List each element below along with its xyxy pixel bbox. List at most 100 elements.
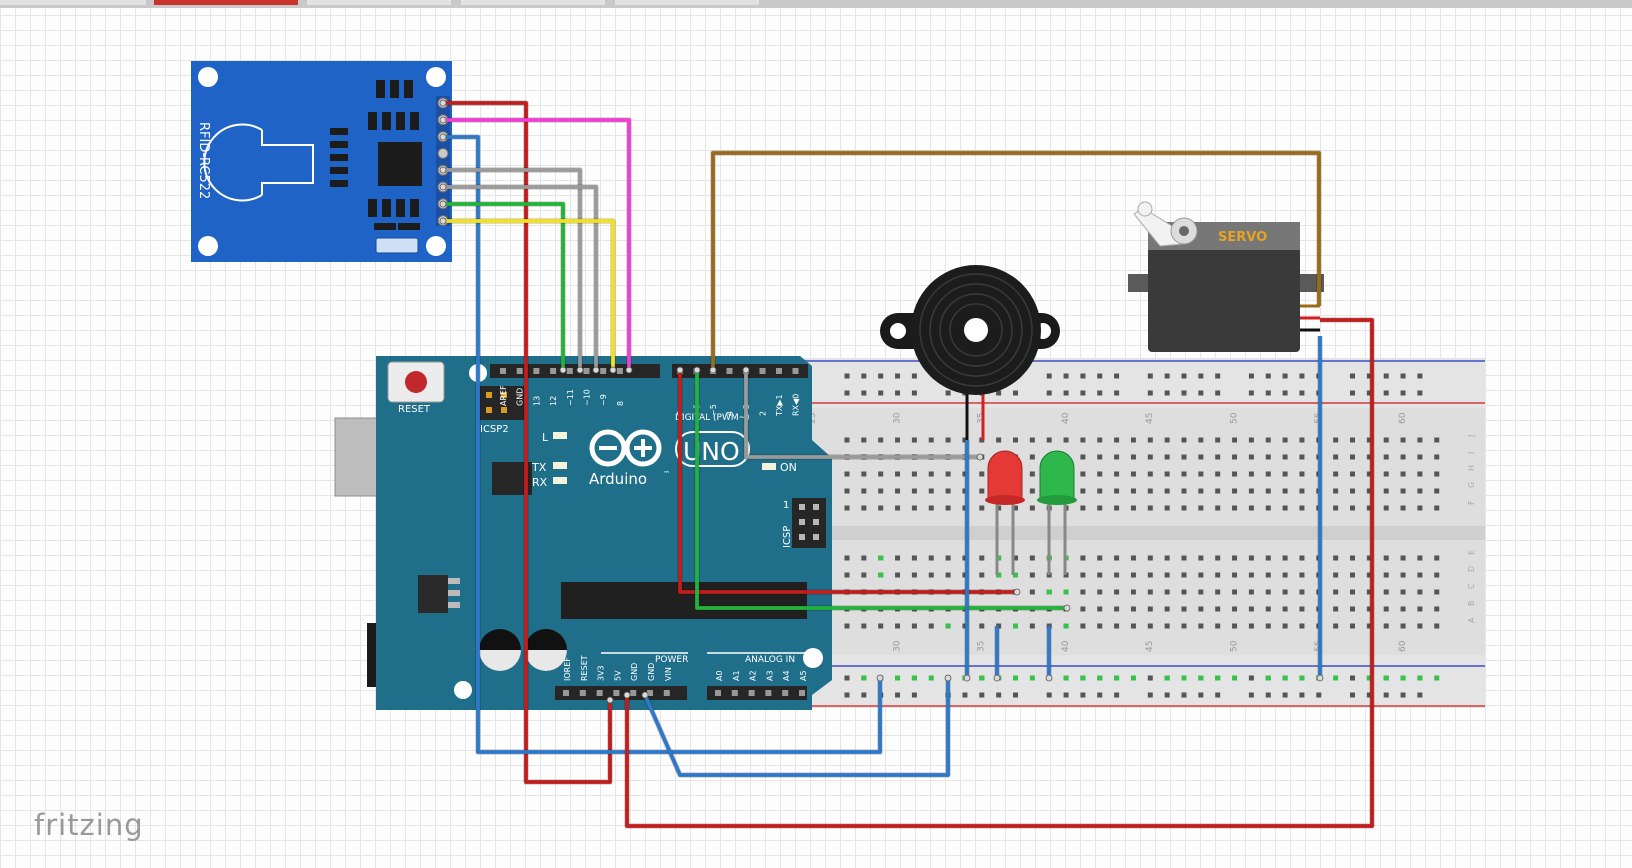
wire-servo-signal-pin5[interactable] [711,151,1321,370]
hole [1215,454,1221,460]
wire-red-led-pin7[interactable] [678,370,1017,594]
wire-rfid-sck-13[interactable] [443,202,565,370]
hole [1164,454,1170,460]
hole [1114,505,1120,511]
row-letter: F [1467,500,1476,505]
hole [1417,692,1423,698]
buzzer-center [964,318,988,342]
wire-endpoint [439,200,447,208]
hole [1265,488,1271,494]
hole [1147,623,1153,629]
hole [1198,572,1204,578]
hole [1147,675,1153,681]
reset-button-cap [405,371,427,393]
hole [945,471,951,477]
column-number: 30 [892,412,902,424]
hole [1164,471,1170,477]
hole [1215,488,1221,494]
hole [1164,555,1170,561]
hole [996,390,1002,396]
wire-rfid-miso-12[interactable] [443,185,598,370]
tab[interactable] [461,0,605,5]
hole [1366,488,1372,494]
hole [861,505,867,511]
wire-green-led-pin6[interactable] [695,370,1067,610]
hole [1029,505,1035,511]
red-led[interactable] [985,450,1025,575]
hole [1232,488,1238,494]
hole [1097,692,1103,698]
breadboard-center-channel [790,526,1485,540]
hole [1248,589,1254,595]
hole [861,555,867,561]
servo-motor[interactable]: SERVO [1128,201,1324,352]
hole [1383,437,1389,443]
hole-connected [996,572,1002,578]
hole [1282,454,1288,460]
hole-connected [1013,623,1018,629]
hole [1232,623,1238,629]
mount-hole [198,67,218,87]
hole [1215,373,1221,379]
column-number: 45 [1145,641,1155,652]
hole [1080,692,1086,698]
hole [1181,390,1187,396]
hole [1029,572,1035,578]
wire-rfid-rst-pin9[interactable] [443,118,631,370]
hole [1181,471,1187,477]
hole [1013,390,1018,396]
hole [1164,505,1170,511]
atmega-chip [561,582,807,619]
wire-5v-servo[interactable] [625,318,1374,828]
hole [895,488,901,494]
wire-rfid-gnd[interactable] [443,135,882,754]
hole [1097,373,1103,379]
hole [1097,454,1103,460]
wire-gnd-rail[interactable] [643,678,950,777]
hole [1130,589,1136,595]
rfid-rc522-module[interactable]: RFID-RC522 [191,61,452,262]
hole [1130,572,1136,578]
breadboard-top-rail [790,358,1485,408]
tab[interactable] [0,0,146,5]
pin-label: A4 [782,670,791,681]
hole-connected [878,555,884,561]
wire-buzzer-pin3[interactable] [744,370,980,459]
hole [895,471,901,477]
wire-endpoint [439,166,447,174]
breadboard[interactable]: 25303540455055602530354045505560JIHGFEDC… [790,358,1485,708]
hole [1248,675,1254,681]
hole [1366,623,1372,629]
hole [1181,437,1187,443]
hole [962,437,968,443]
wire-endpoint [944,674,952,682]
hole [928,505,934,511]
servo-horn [1133,207,1185,247]
tab[interactable] [615,0,759,5]
hole [1248,606,1254,612]
wire-rfid-sda-10[interactable] [443,219,615,370]
wire-endpoint [576,366,584,374]
hole [911,488,917,494]
wire-rfid-mosi-11[interactable] [443,168,582,370]
hole [1333,606,1339,612]
hole [1215,437,1221,443]
wires[interactable] [439,99,1375,829]
tab[interactable] [307,0,451,5]
tab-active[interactable] [154,0,298,5]
wire-endpoint [439,99,447,107]
hole [1248,623,1254,629]
hole [878,373,884,379]
l-led-label: L [542,431,549,444]
pin-label: VIN [664,667,673,681]
pin-label: TX▶1 [775,394,784,417]
wire-rfid-3v3[interactable] [443,101,612,784]
row-letter: C [1467,583,1476,589]
hole [1417,454,1423,460]
hole [1265,623,1271,629]
piezo-buzzer[interactable] [880,265,1060,440]
green-led[interactable] [1037,450,1077,575]
wire-endpoint [592,366,600,374]
pin-label: 12 [549,396,558,406]
